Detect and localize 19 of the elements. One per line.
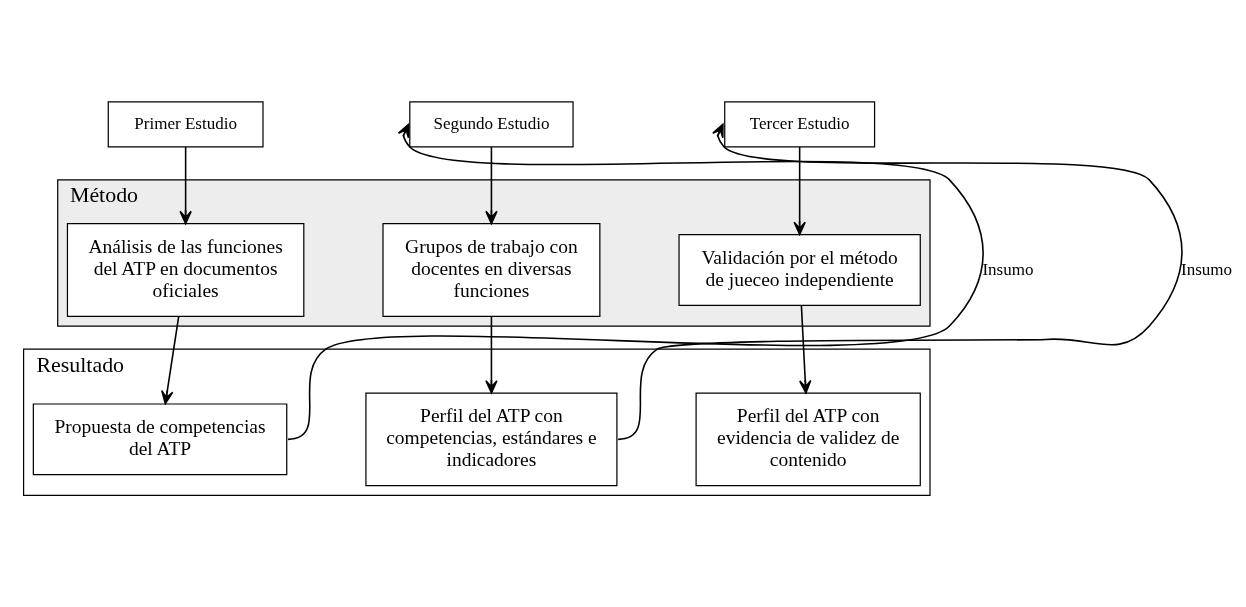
arrow	[793, 146, 806, 236]
node-box: Perfil del ATP con evidencia de validez de contenido	[695, 392, 921, 487]
arrow	[161, 315, 180, 405]
node-box: Análisis de las funciones del ATP en documentos oficiales	[66, 223, 305, 317]
arrow	[617, 123, 1183, 441]
arrow	[799, 304, 812, 394]
edge-label: Insumo	[1180, 259, 1233, 279]
node-box: Grupos de trabajo con docentes en diversas funciones	[382, 223, 601, 317]
arrow	[179, 146, 192, 225]
node-box: Propuesta de competencias del ATP	[32, 403, 288, 476]
edge-label: Insumo	[982, 259, 1034, 279]
node-box: Primer Estudio	[107, 101, 264, 148]
node-box: Perfil del ATP con competencias, estándares e indicadores	[365, 392, 618, 487]
arrow	[287, 123, 984, 441]
node-box: Segundo Estudio	[409, 101, 574, 148]
node-box: Validación por el método de jueceo independiente	[678, 234, 921, 306]
arrow	[485, 146, 498, 225]
arrow	[485, 315, 498, 394]
node-box: Tercer Estudio	[724, 101, 876, 148]
